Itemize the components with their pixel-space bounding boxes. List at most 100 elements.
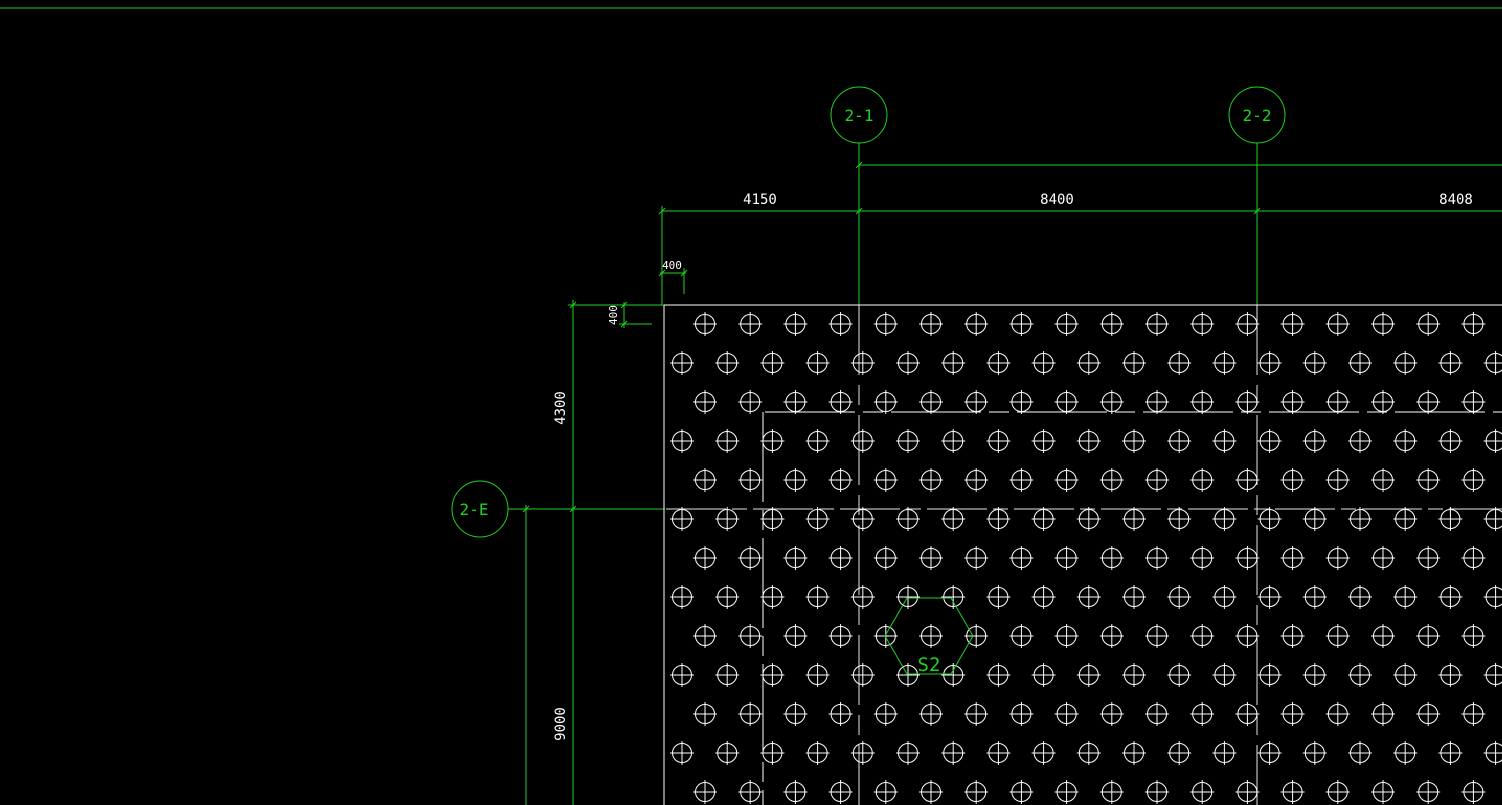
pile-symbol[interactable] [1302,741,1327,765]
pile-symbol[interactable] [693,312,717,336]
pile-symbol[interactable] [1393,429,1418,453]
pile-symbol[interactable] [1122,507,1146,531]
dimension-text[interactable]: 400 [662,259,682,272]
pile-symbol[interactable] [919,546,943,570]
pile-symbol[interactable] [1235,390,1260,414]
pile-group-s2[interactable]: S2 [884,597,974,676]
pile-symbol[interactable] [1325,468,1350,492]
pile-symbol[interactable] [986,429,1011,453]
pile-symbol[interactable] [1348,351,1372,375]
pile-symbol[interactable] [919,312,943,336]
pile-symbol[interactable] [941,741,966,765]
pile-symbol[interactable] [1461,546,1486,570]
pile-symbol[interactable] [1461,624,1486,648]
pile-symbol[interactable] [1393,351,1418,375]
pile-symbol[interactable] [1235,468,1260,492]
pile-symbol[interactable] [919,702,943,726]
pile-symbol[interactable] [805,429,830,453]
pile-symbol[interactable] [1483,351,1502,375]
pile-symbol[interactable] [805,663,830,687]
pile-symbol[interactable] [964,624,989,648]
pile-symbol[interactable] [896,429,920,453]
dimension-text[interactable]: 8400 [1040,192,1074,208]
pile-symbol[interactable] [760,585,785,609]
pile-symbol[interactable] [1054,780,1079,804]
pile-symbol[interactable] [1348,507,1372,531]
pile-symbol[interactable] [670,663,694,687]
pile-symbol[interactable] [783,468,808,492]
pile-symbol[interactable] [1461,312,1486,336]
pile-symbol[interactable] [919,468,943,492]
pile-symbol[interactable] [1031,741,1056,765]
pile-symbol[interactable] [1393,585,1418,609]
pile-symbol[interactable] [1280,390,1305,414]
pile-symbol[interactable] [1122,429,1146,453]
pile-symbol[interactable] [1371,390,1395,414]
pile-symbol[interactable] [783,546,808,570]
pile-group-tag[interactable]: S2 [918,654,941,676]
pile-symbol[interactable] [1145,780,1169,804]
pile-symbol[interactable] [1145,468,1169,492]
pile-symbol[interactable] [828,702,853,726]
pile-symbol[interactable] [1009,624,1034,648]
pile-symbol[interactable] [828,390,853,414]
pile-symbol[interactable] [896,585,920,609]
pile-symbol[interactable] [828,624,853,648]
pile-symbol[interactable] [738,546,763,570]
pile-symbol[interactable] [828,312,853,336]
pile-symbol[interactable] [1076,429,1101,453]
pile-symbol[interactable] [1212,507,1237,531]
pile-symbol[interactable] [738,702,763,726]
pile-symbol[interactable] [1054,702,1079,726]
pile-symbol[interactable] [1009,780,1034,804]
pile-symbol[interactable] [873,702,898,726]
pile-symbol[interactable] [670,741,694,765]
dimension-text[interactable]: 9000 [553,707,569,741]
pile-symbol[interactable] [1099,780,1124,804]
pile-symbol[interactable] [715,507,740,531]
pile-symbol[interactable] [1054,312,1079,336]
pile-symbol[interactable] [1280,546,1305,570]
pile-symbol[interactable] [1325,624,1350,648]
pile-symbol[interactable] [850,507,875,531]
pile-symbol[interactable] [986,507,1011,531]
pile-symbol[interactable] [850,351,875,375]
pile-symbol[interactable] [1190,546,1215,570]
pile-symbol[interactable] [693,546,717,570]
pile-symbol[interactable] [1009,312,1034,336]
pile-symbol[interactable] [1461,702,1486,726]
pile-symbol[interactable] [1325,780,1350,804]
pile-symbol[interactable] [1122,741,1146,765]
pile-symbol[interactable] [964,780,989,804]
pile-symbol[interactable] [828,546,853,570]
grid-bubble-2-1[interactable]: 2-1 [830,86,888,144]
pile-symbol[interactable] [1371,546,1395,570]
pile-symbol[interactable] [1190,624,1215,648]
pile-symbol[interactable] [1054,546,1079,570]
pile-symbol[interactable] [805,585,830,609]
pile-symbol[interactable] [964,390,989,414]
pile-symbol[interactable] [1054,468,1079,492]
pile-symbol[interactable] [1302,663,1327,687]
pile-symbol[interactable] [1076,585,1101,609]
pile-symbol[interactable] [986,741,1011,765]
pile-symbol[interactable] [783,624,808,648]
pile-symbol[interactable] [1257,507,1282,531]
slab-outline[interactable] [663,304,1502,805]
pile-symbol[interactable] [1348,585,1372,609]
pile-symbol[interactable] [1348,741,1372,765]
pile-symbol[interactable] [1235,702,1260,726]
pile-symbol[interactable] [964,312,989,336]
pile-symbol[interactable] [805,507,830,531]
pile-symbol[interactable] [1235,546,1260,570]
pile-symbol[interactable] [896,663,920,687]
pile-symbol[interactable] [1099,702,1124,726]
pile-symbol[interactable] [896,351,920,375]
pile-symbol[interactable] [1145,390,1169,414]
pile-symbol[interactable] [1348,663,1372,687]
pile-symbol[interactable] [1009,546,1034,570]
pile-symbol[interactable] [941,429,966,453]
pile-symbol[interactable] [1483,429,1502,453]
pile-symbol[interactable] [715,741,740,765]
pile-symbol[interactable] [1438,429,1463,453]
